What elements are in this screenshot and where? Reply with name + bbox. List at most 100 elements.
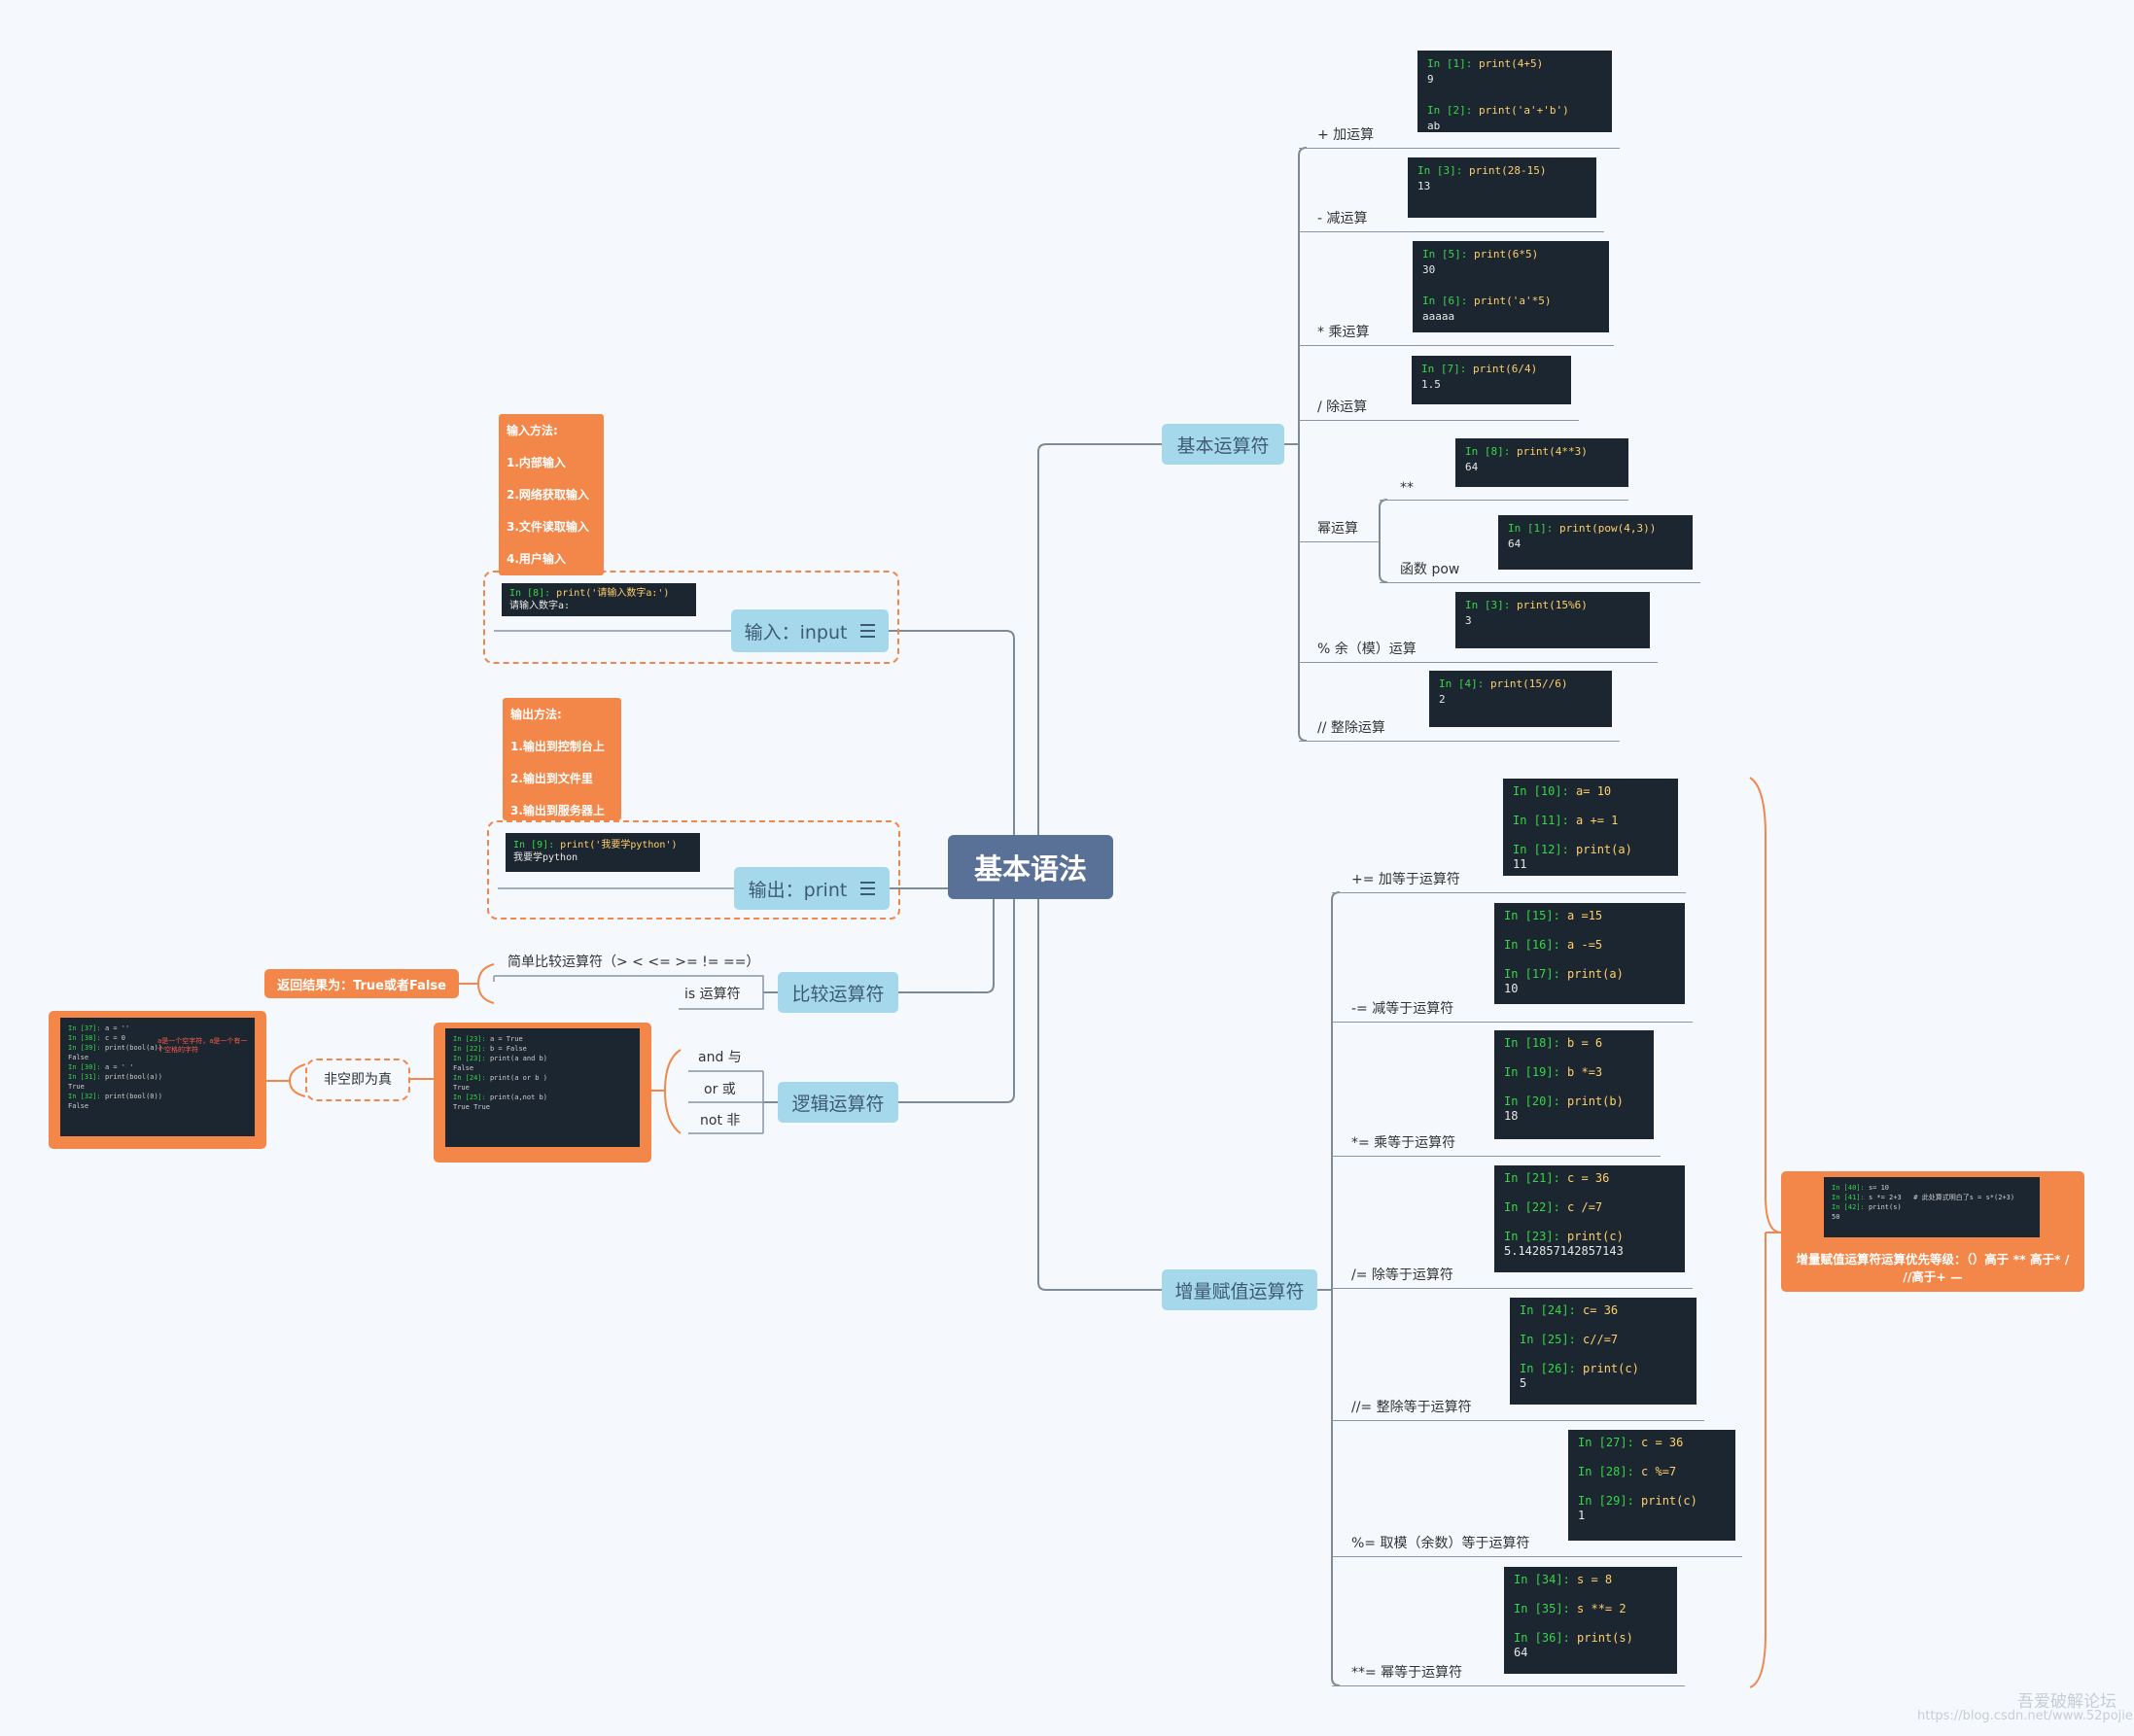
code-prompt: In [22]: xyxy=(1504,1200,1568,1214)
code-text xyxy=(1520,1318,1526,1332)
topic-comparison[interactable]: 比较运算符 xyxy=(778,972,898,1013)
code-line: In [12]: print(a) xyxy=(1513,843,1668,857)
code-line: 我要学python xyxy=(513,851,692,864)
code-text xyxy=(1504,1215,1511,1229)
code-line: False xyxy=(68,1053,247,1062)
code-line: In [4]: print(15//6) xyxy=(1439,677,1602,692)
code-line: In [36]: print(s) xyxy=(1514,1631,1667,1646)
root-topic[interactable]: 基本语法 xyxy=(948,835,1113,899)
aug-op-label[interactable]: /= 除等于运算符 xyxy=(1351,1267,1453,1283)
logic-or-label[interactable]: or 或 xyxy=(704,1082,736,1097)
power-sub-label[interactable]: ** xyxy=(1400,480,1414,496)
code-text: 64 xyxy=(1514,1646,1528,1659)
code-line xyxy=(1427,87,1602,103)
code-line: 50 xyxy=(1832,1212,2032,1222)
code-text: 10 xyxy=(1504,982,1519,995)
aug-op-label[interactable]: += 加等于运算符 xyxy=(1351,872,1460,887)
code-prompt: In [38]: xyxy=(68,1034,105,1042)
code-text: print(15%6) xyxy=(1516,599,1588,611)
code-prompt: In [28]: xyxy=(1578,1465,1642,1478)
topic-logic[interactable]: 逻辑运算符 xyxy=(778,1082,898,1123)
basic-op-label[interactable]: // 整除运算 xyxy=(1317,720,1385,736)
connector-logic xyxy=(898,899,1015,1103)
input-method-line: 输入方法: xyxy=(507,424,558,437)
code-line: In [9]: print('我要学python') xyxy=(513,839,692,851)
truthy-label: 非空即为真 xyxy=(324,1072,392,1088)
code-prompt: In [23]: xyxy=(1504,1230,1568,1243)
code-prompt: In [5]: xyxy=(1422,248,1474,260)
code-prompt: In [17]: xyxy=(1504,967,1568,981)
code-prompt: In [25]: xyxy=(1520,1333,1584,1346)
code-line: 5.142857142857143 xyxy=(1504,1244,1675,1259)
code-prompt: In [27]: xyxy=(1578,1436,1642,1449)
code-text: c = 0 xyxy=(104,1034,126,1042)
code-line: False xyxy=(68,1101,247,1111)
basic-op-label[interactable]: - 减运算 xyxy=(1317,211,1368,226)
aug-op-underline xyxy=(1332,1156,1661,1157)
compare-is-line xyxy=(679,992,764,1010)
code-line: In [11]: a += 1 xyxy=(1513,814,1668,828)
code-line xyxy=(1520,1347,1687,1362)
code-text: 13 xyxy=(1417,180,1431,192)
code-line: 1.5 xyxy=(1421,377,1561,393)
aug-op-label[interactable]: %= 取模（余数）等于运算符 xyxy=(1351,1536,1530,1551)
code-line: 2 xyxy=(1439,692,1602,708)
code-text: False xyxy=(68,1102,89,1110)
code-line: 30 xyxy=(1422,262,1599,278)
topic-output[interactable]: 输出：print xyxy=(734,867,890,910)
code-text: print(a,not b) xyxy=(489,1094,547,1101)
topic-input[interactable]: 输入：input xyxy=(731,609,889,652)
code-text: c//=7 xyxy=(1583,1333,1619,1346)
topic-augmented-assignment[interactable]: 增量赋值运算符 xyxy=(1162,1269,1317,1310)
code-text: s= 10 xyxy=(1868,1184,1890,1192)
code-line: In [6]: print('a'*5) xyxy=(1422,294,1599,309)
code-line: In [24]: c= 36 xyxy=(1520,1303,1687,1318)
code-line xyxy=(1578,1479,1726,1494)
aug-op-underline xyxy=(1332,1288,1693,1289)
code-line: In [2]: print('a'+'b') xyxy=(1427,103,1602,119)
compare-result-note[interactable]: 返回结果为：True或者False xyxy=(264,969,459,998)
aug-op-label[interactable]: //= 整除等于运算符 xyxy=(1351,1400,1472,1415)
basic-op-label[interactable]: + 加运算 xyxy=(1317,127,1375,143)
basic-op-code: In [3]: print(28-15)13 xyxy=(1408,157,1596,218)
basic-op-underline xyxy=(1299,662,1658,663)
basic-op-label[interactable]: 幂运算 xyxy=(1317,521,1358,537)
power-sub-label[interactable]: 函数 pow xyxy=(1400,562,1460,577)
code-line: In [35]: s **= 2 xyxy=(1514,1602,1667,1616)
code-prompt: In [8]: xyxy=(509,588,557,599)
code-prompt: In [3]: xyxy=(1465,599,1517,611)
code-line: In [20]: print(b) xyxy=(1504,1094,1644,1109)
basic-op-label[interactable]: * 乘运算 xyxy=(1317,325,1370,340)
aug-op-label[interactable]: *= 乘等于运算符 xyxy=(1351,1135,1456,1151)
logic-and-label[interactable]: and 与 xyxy=(698,1050,742,1065)
basic-op-code: In [4]: print(15//6)2 xyxy=(1429,671,1612,727)
code-text: 5.142857142857143 xyxy=(1504,1244,1624,1258)
code-prompt: In [22]: xyxy=(453,1045,490,1053)
aug-op-label[interactable]: **= 幂等于运算符 xyxy=(1351,1665,1463,1681)
code-text: 我要学python xyxy=(513,852,578,863)
code-prompt: In [1]: xyxy=(1427,57,1479,70)
topic-basic-operators[interactable]: 基本运算符 xyxy=(1162,424,1284,465)
code-text: print(6/4) xyxy=(1472,363,1538,375)
logic-not-label[interactable]: not 非 xyxy=(700,1113,741,1128)
code-text: print(c) xyxy=(1641,1494,1697,1508)
code-text: aaaaa xyxy=(1422,310,1455,323)
code-line: In [1]: print(pow(4,3)) xyxy=(1508,521,1683,537)
code-text xyxy=(1578,1450,1585,1464)
code-text: True xyxy=(453,1084,470,1092)
compare-simple-label[interactable]: 简单比较运算符（> < <= >= != ==） xyxy=(507,955,760,970)
aug-op-underline xyxy=(1332,1556,1742,1557)
code-text xyxy=(1578,1479,1585,1493)
basic-op-label[interactable]: / 除运算 xyxy=(1317,399,1368,415)
truthy-node[interactable]: 非空即为真 xyxy=(305,1059,410,1101)
basic-op-label[interactable]: % 余（模）运算 xyxy=(1317,642,1417,657)
aug-op-label[interactable]: -= 减等于运算符 xyxy=(1351,1001,1454,1017)
code-line: aaaaa xyxy=(1422,309,1599,325)
compare-is-label[interactable]: is 运算符 xyxy=(684,987,741,1002)
